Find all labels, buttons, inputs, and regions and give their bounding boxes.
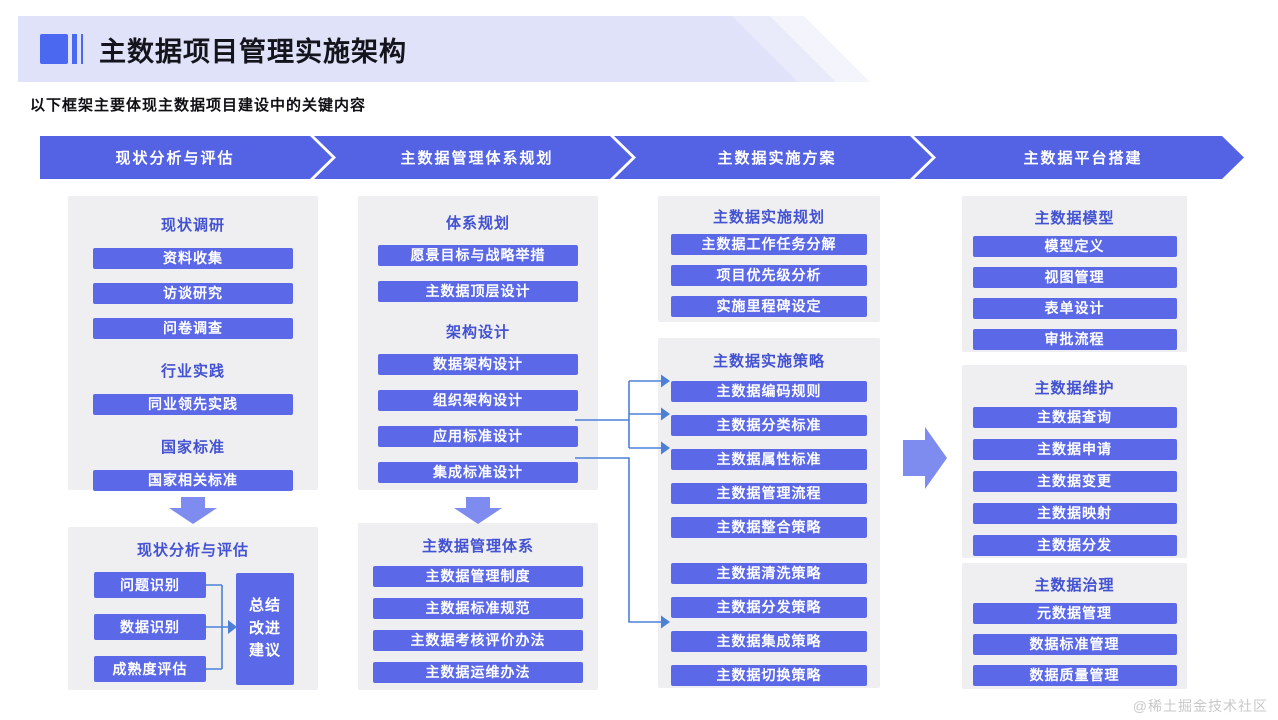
panel-p2b: 主数据管理体系主数据管理制度主数据标准规范主数据考核评价办法主数据运维办法	[358, 523, 598, 690]
group-header: 体系规划	[445, 215, 510, 232]
task-box: 同业领先实践	[93, 394, 293, 415]
task-box: 审批流程	[972, 329, 1177, 350]
group-header: 主数据维护	[1034, 380, 1115, 397]
group-header: 主数据实施规划	[712, 209, 825, 226]
task-box: 数据识别	[94, 614, 206, 640]
task-box: 表单设计	[972, 298, 1177, 319]
group-header: 现状分析与评估	[136, 542, 249, 559]
task-box: 主数据顶层设计	[378, 280, 578, 302]
group-header: 主数据治理	[1034, 577, 1115, 594]
task-box: 主数据编码规则	[671, 380, 867, 402]
group-header: 现状调研	[160, 217, 225, 234]
task-box: 项目优先级分析	[671, 265, 867, 286]
panel-p3a: 主数据实施规划主数据工作任务分解项目优先级分析实施里程碑设定	[658, 196, 880, 322]
phase-segment: 现状分析与评估	[40, 136, 332, 179]
title-marker-icon	[40, 34, 83, 64]
task-box: 数据架构设计	[378, 353, 578, 375]
task-box: 主数据映射	[972, 502, 1177, 524]
task-box: 主数据分发	[972, 534, 1177, 556]
task-box: 主数据清洗策略	[671, 562, 867, 584]
task-box: 主数据申请	[972, 438, 1177, 460]
task-box: 主数据查询	[972, 406, 1177, 428]
assessment-panel: 现状分析与评估 问题识别 数据识别 成熟度评估 总结改进建议	[68, 527, 318, 690]
summary-box: 总结改进建议	[236, 573, 294, 685]
page-subtitle: 以下框架主要体现主数据项目建设中的关键内容	[30, 97, 367, 114]
task-box: 主数据分发策略	[671, 596, 867, 618]
task-box: 主数据分类标准	[671, 414, 867, 436]
panel-p3b: 主数据实施策略主数据编码规则主数据分类标准主数据属性标准主数据管理流程主数据整合…	[658, 338, 880, 688]
panel-p4b: 主数据维护主数据查询主数据申请主数据变更主数据映射主数据分发	[962, 365, 1187, 558]
task-box: 应用标准设计	[378, 425, 578, 447]
task-box: 主数据切换策略	[671, 664, 867, 686]
task-box: 实施里程碑设定	[671, 296, 867, 317]
task-box: 主数据集成策略	[671, 630, 867, 652]
task-box: 资料收集	[93, 248, 293, 269]
task-box: 主数据整合策略	[671, 516, 867, 538]
task-box: 组织架构设计	[378, 389, 578, 411]
group-header: 国家标准	[160, 439, 225, 456]
task-box: 数据标准管理	[972, 634, 1177, 655]
right-flow-arrow-icon	[903, 427, 947, 489]
phase-segment: 主数据平台搭建	[914, 136, 1244, 179]
task-box: 主数据考核评价办法	[373, 629, 583, 651]
task-box: 视图管理	[972, 267, 1177, 288]
task-box: 主数据变更	[972, 470, 1177, 492]
task-box: 问题识别	[94, 572, 206, 598]
task-box: 主数据管理制度	[373, 565, 583, 587]
task-box: 主数据工作任务分解	[671, 234, 867, 255]
task-box: 模型定义	[972, 236, 1177, 257]
task-box: 数据质量管理	[972, 665, 1177, 686]
task-box: 集成标准设计	[378, 461, 578, 483]
down-arrow-icon	[169, 497, 217, 524]
down-arrow-icon	[454, 497, 502, 524]
group-header: 主数据实施策略	[712, 353, 825, 370]
watermark: @稀土掘金技术社区	[1132, 698, 1268, 714]
task-box: 主数据属性标准	[671, 448, 867, 470]
task-box: 问卷调查	[93, 318, 293, 339]
group-header: 行业实践	[160, 363, 225, 380]
group-header: 主数据模型	[1034, 210, 1115, 227]
task-box: 访谈研究	[93, 283, 293, 304]
task-box: 主数据运维办法	[373, 661, 583, 683]
title-banner: 主数据项目管理实施架构	[18, 16, 798, 82]
panel-p1a: 现状调研资料收集访谈研究问卷调查行业实践同业领先实践国家标准国家相关标准	[68, 196, 318, 491]
task-box: 主数据标准规范	[373, 597, 583, 619]
task-box: 国家相关标准	[93, 470, 293, 491]
task-box: 愿景目标与战略举措	[378, 244, 578, 266]
group-header: 主数据管理体系	[421, 538, 534, 555]
group-header: 架构设计	[445, 324, 510, 341]
page-title: 主数据项目管理实施架构	[99, 36, 407, 67]
panel-p2a: 体系规划愿景目标与战略举措主数据顶层设计架构设计数据架构设计组织架构设计应用标准…	[358, 196, 598, 490]
task-box: 元数据管理	[972, 603, 1177, 624]
panel-p4a: 主数据模型模型定义视图管理表单设计审批流程	[962, 196, 1187, 352]
phase-segment: 主数据实施方案	[614, 136, 932, 179]
panel-p4c: 主数据治理元数据管理数据标准管理数据质量管理	[962, 563, 1187, 689]
task-box: 主数据管理流程	[671, 482, 867, 504]
phase-segment: 主数据管理体系规划	[314, 136, 632, 179]
task-box: 成熟度评估	[94, 656, 206, 682]
